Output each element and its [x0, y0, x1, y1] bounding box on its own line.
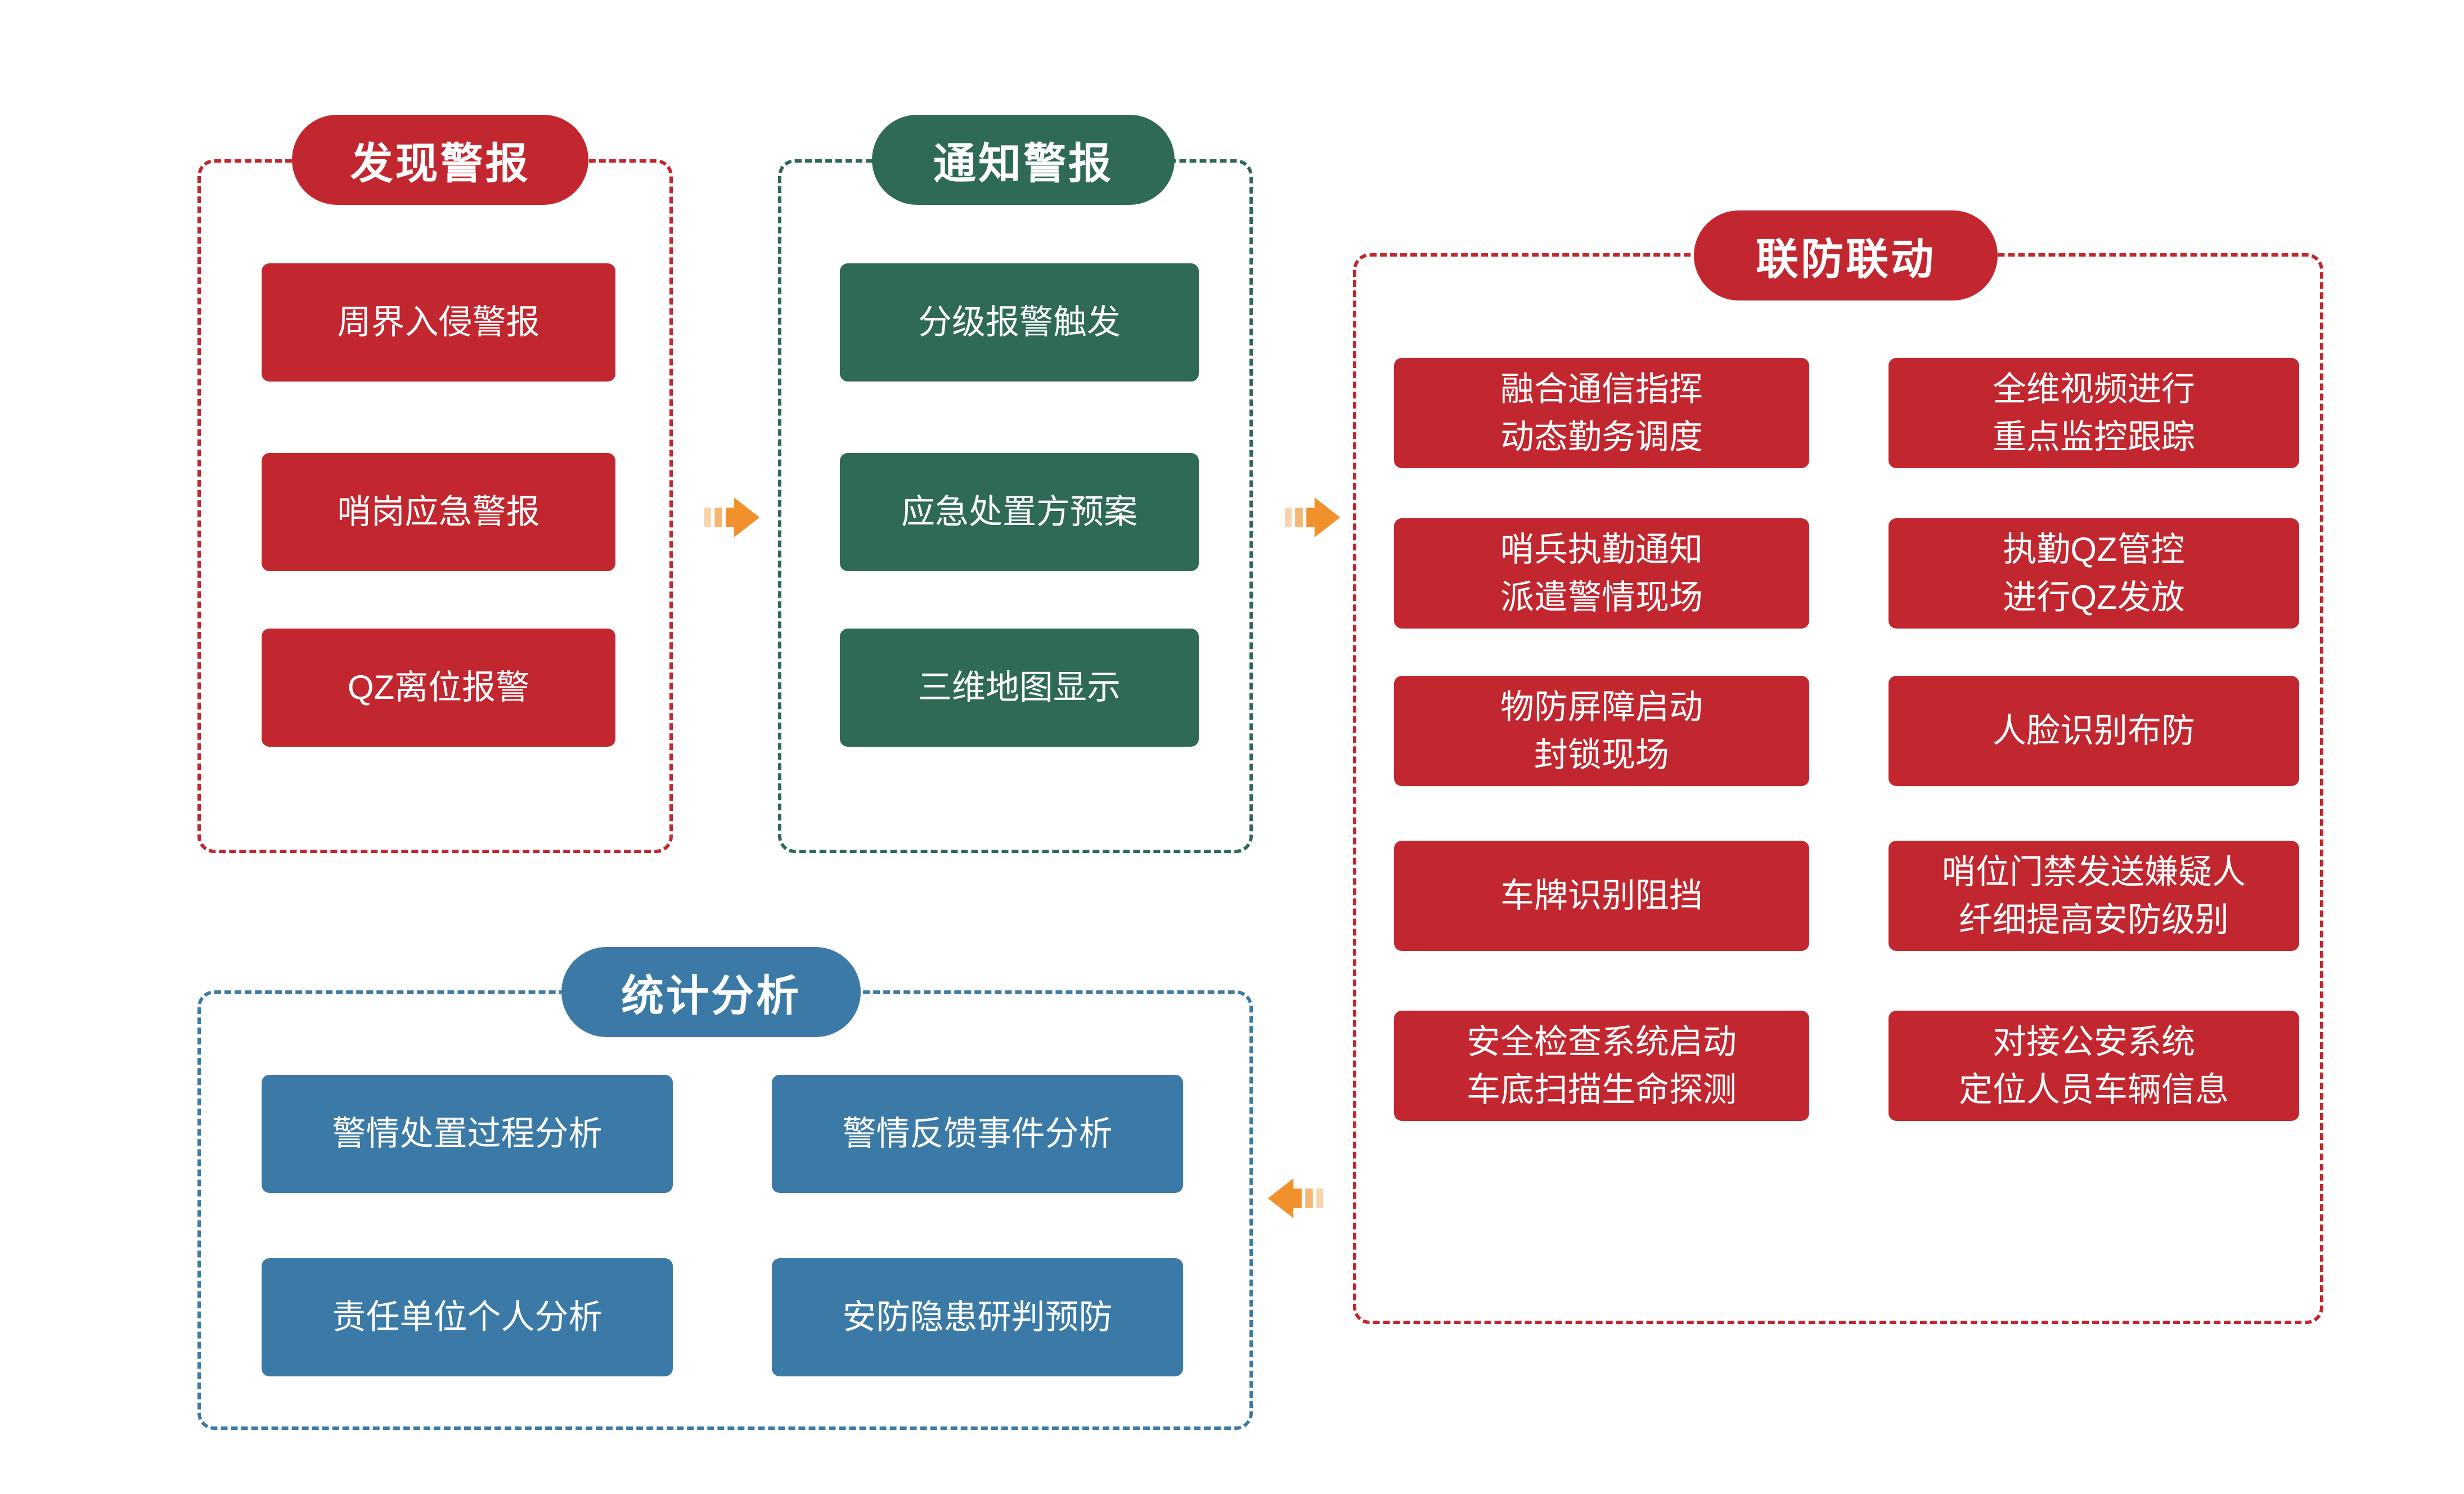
- node-perimeter-intrusion-alarm: 周界入侵警报: [262, 263, 615, 382]
- node-3d-map-display: 三维地图显示: [840, 629, 1199, 747]
- node-sentry-access-suspect-raise-level: 哨位门禁发送嫌疑人 纤细提高安防级别: [1889, 841, 2299, 951]
- group-notify-alarm: 通知警报 分级报警触发 应急处置方预案 三维地图显示: [778, 115, 1253, 853]
- flow-arrow-notify-to-linkage-icon: [1285, 491, 1341, 544]
- flow-arrow-linkage-to-stats-icon: [1267, 1172, 1323, 1225]
- node-police-system-locate-info: 对接公安系统 定位人员车辆信息: [1889, 1011, 2299, 1121]
- group-notify-alarm-title: 通知警报: [872, 115, 1175, 205]
- node-alarm-handling-process-analysis: 警情处置过程分析: [262, 1075, 673, 1193]
- node-security-hazard-prediction: 安防隐患研判预防: [772, 1258, 1183, 1376]
- flow-arrow-discover-to-notify-icon: [704, 491, 761, 544]
- node-security-check-underbody-scan: 安全检查系统启动 车底扫描生命探测: [1394, 1011, 1809, 1121]
- node-physical-barrier-lockdown: 物防屏障启动 封锁现场: [1394, 676, 1809, 786]
- node-sentry-duty-notice-dispatch: 哨兵执勤通知 派遣警情现场: [1394, 518, 1809, 629]
- node-emergency-response-plan: 应急处置方预案: [840, 453, 1199, 571]
- node-plate-recognition-block: 车牌识别阻挡: [1394, 841, 1809, 951]
- node-duty-qz-control-issue: 执勤QZ管控 进行QZ发放: [1889, 518, 2299, 629]
- node-omni-video-key-monitor-track: 全维视频进行 重点监控跟踪: [1889, 358, 2299, 468]
- node-graded-alarm-trigger: 分级报警触发: [840, 263, 1199, 382]
- node-qz-off-position-alarm: QZ离位报警: [262, 629, 615, 747]
- group-discover-alarm-title: 发现警报: [292, 115, 588, 205]
- group-statistical-analysis: 统计分析 警情处置过程分析 警情反馈事件分析 责任单位个人分析 安防隐患研判预防: [197, 947, 1253, 1430]
- node-fused-comm-command-dispatch: 融合通信指挥 动态勤务调度: [1394, 358, 1809, 468]
- node-responsible-unit-person-analysis: 责任单位个人分析: [262, 1258, 673, 1376]
- group-joint-defense-linkage-title: 联防联动: [1694, 210, 1998, 300]
- group-statistical-analysis-title: 统计分析: [561, 947, 861, 1037]
- group-joint-defense-linkage: 联防联动 融合通信指挥 动态勤务调度 全维视频进行 重点监控跟踪 哨兵执勤通知 …: [1353, 210, 2323, 1324]
- node-alarm-feedback-event-analysis: 警情反馈事件分析: [772, 1075, 1183, 1193]
- node-sentry-emergency-alarm: 哨岗应急警报: [262, 453, 615, 571]
- group-discover-alarm: 发现警报 周界入侵警报 哨岗应急警报 QZ离位报警: [197, 115, 673, 853]
- node-face-recognition-deployment: 人脸识别布防: [1889, 676, 2299, 786]
